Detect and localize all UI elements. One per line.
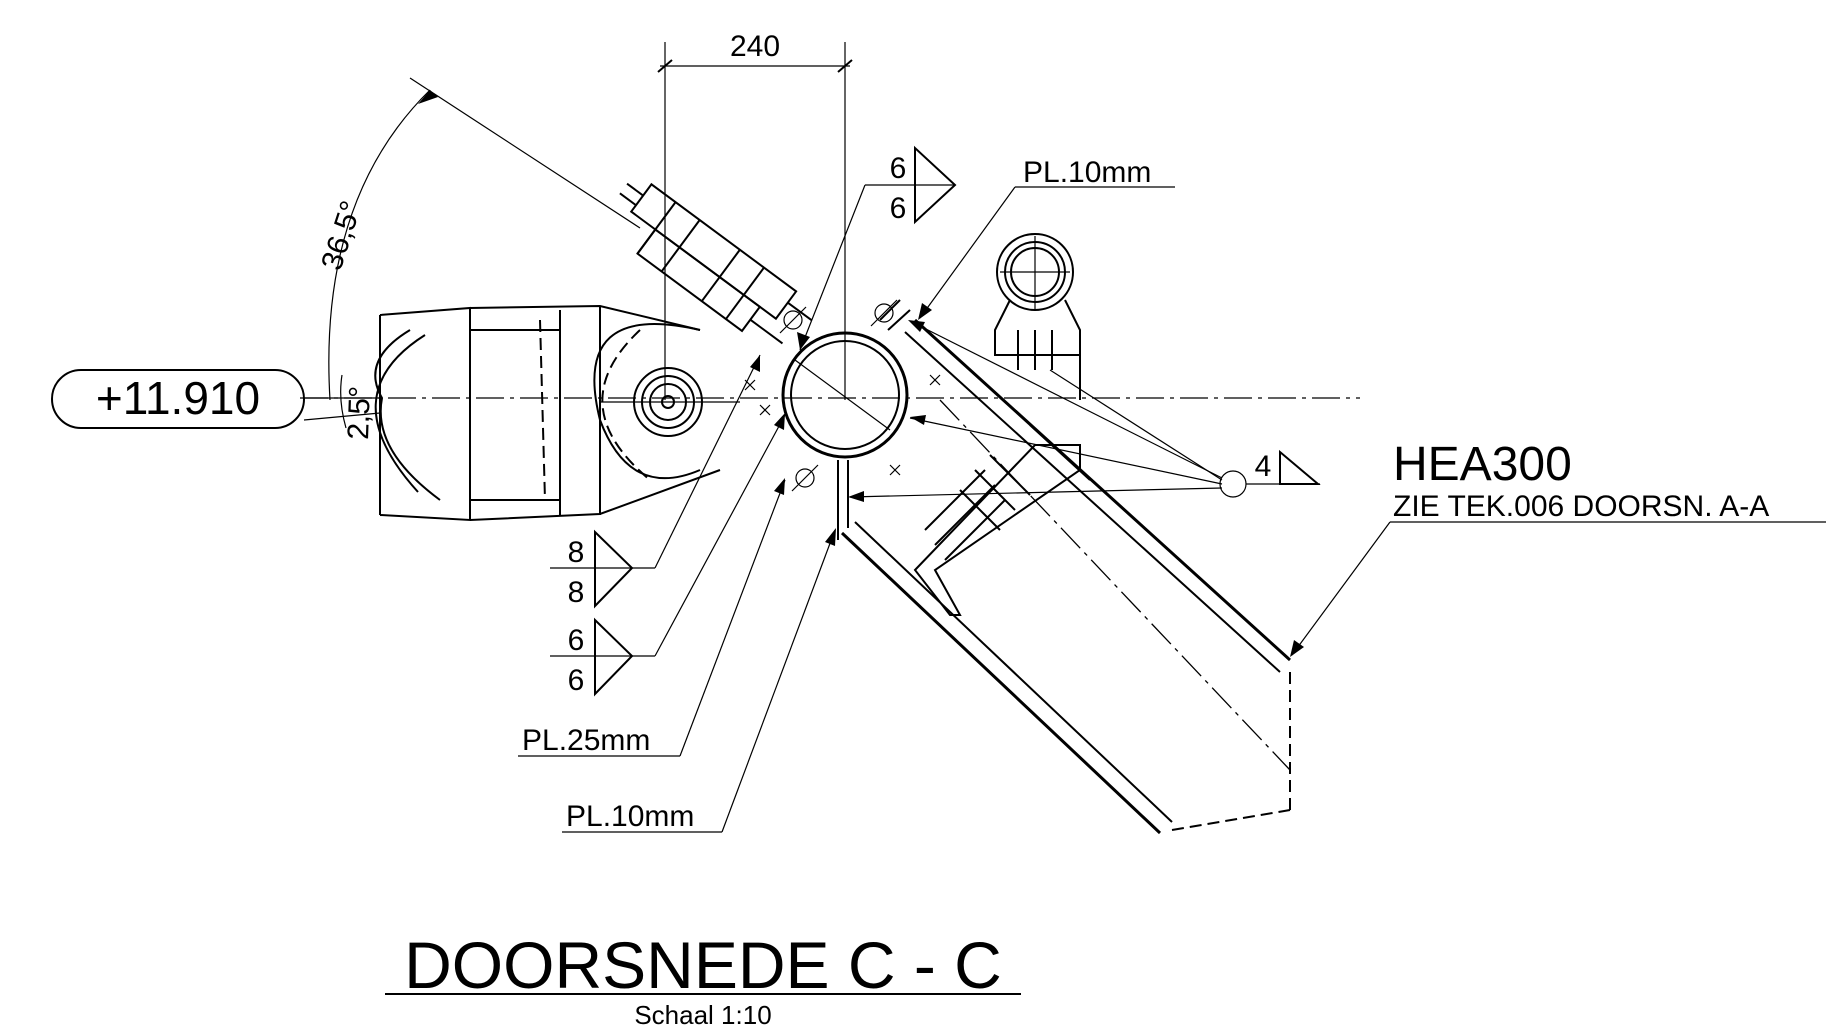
pl25-text: PL.25mm — [522, 724, 650, 757]
weld-top-lower: 6 — [890, 192, 907, 225]
dim-240-text: 240 — [730, 30, 780, 63]
callout-pl10-bottom: PL.10mm — [562, 528, 836, 833]
hea300-member — [837, 299, 1292, 835]
callout-pl25: PL.25mm — [518, 478, 786, 757]
small-tube — [994, 233, 1081, 400]
inclined-bracket — [619, 182, 813, 345]
dimension-240: 240 — [657, 30, 853, 400]
section-title: DOORSNEDE C - C — [404, 928, 1002, 1002]
section-title-block: DOORSNEDE C - C Schaal 1:10 — [385, 928, 1021, 1030]
weld-symbol-top: 6 6 — [797, 145, 957, 351]
pl10-top-text: PL.10mm — [1023, 156, 1151, 189]
circular-tube — [781, 331, 909, 459]
pl10-bottom-text: PL.10mm — [566, 800, 694, 833]
callout-hea300: HEA300 ZIE TEK.006 DOORSN. A-A — [1290, 438, 1826, 657]
weld-6-mid-lower: 6 — [568, 664, 585, 697]
weld-8-lower: 8 — [568, 576, 585, 609]
horizontal-member — [374, 304, 721, 522]
weld-4-text: 4 — [1255, 450, 1272, 483]
hea300-text: HEA300 — [1393, 438, 1572, 491]
angle-small-text: 2,5° — [342, 385, 377, 440]
dimension-angle-small: 2,5° — [340, 374, 377, 440]
weld-symbol-4: 4 — [848, 320, 1321, 502]
elevation-tag: +11.910 — [51, 369, 381, 429]
weld-symbol-6-mid: 6 6 — [550, 413, 786, 697]
section-scale: Schaal 1:10 — [634, 1000, 771, 1030]
weld-top-upper: 6 — [890, 152, 907, 185]
bolt-markers — [744, 299, 941, 492]
hea300-ref-text: ZIE TEK.006 DOORSN. A-A — [1393, 490, 1769, 523]
pin-detail — [600, 367, 740, 437]
weld-6-mid-upper: 6 — [568, 624, 585, 657]
weld-8-upper: 8 — [568, 536, 585, 569]
callout-pl10-top: PL.10mm — [918, 156, 1175, 320]
dimension-angle-large: 36,5° — [315, 77, 641, 401]
weld-symbol-8: 8 8 — [550, 354, 761, 609]
elevation-value: +11.910 — [96, 372, 260, 424]
angle-large-text: 36,5° — [315, 197, 368, 274]
